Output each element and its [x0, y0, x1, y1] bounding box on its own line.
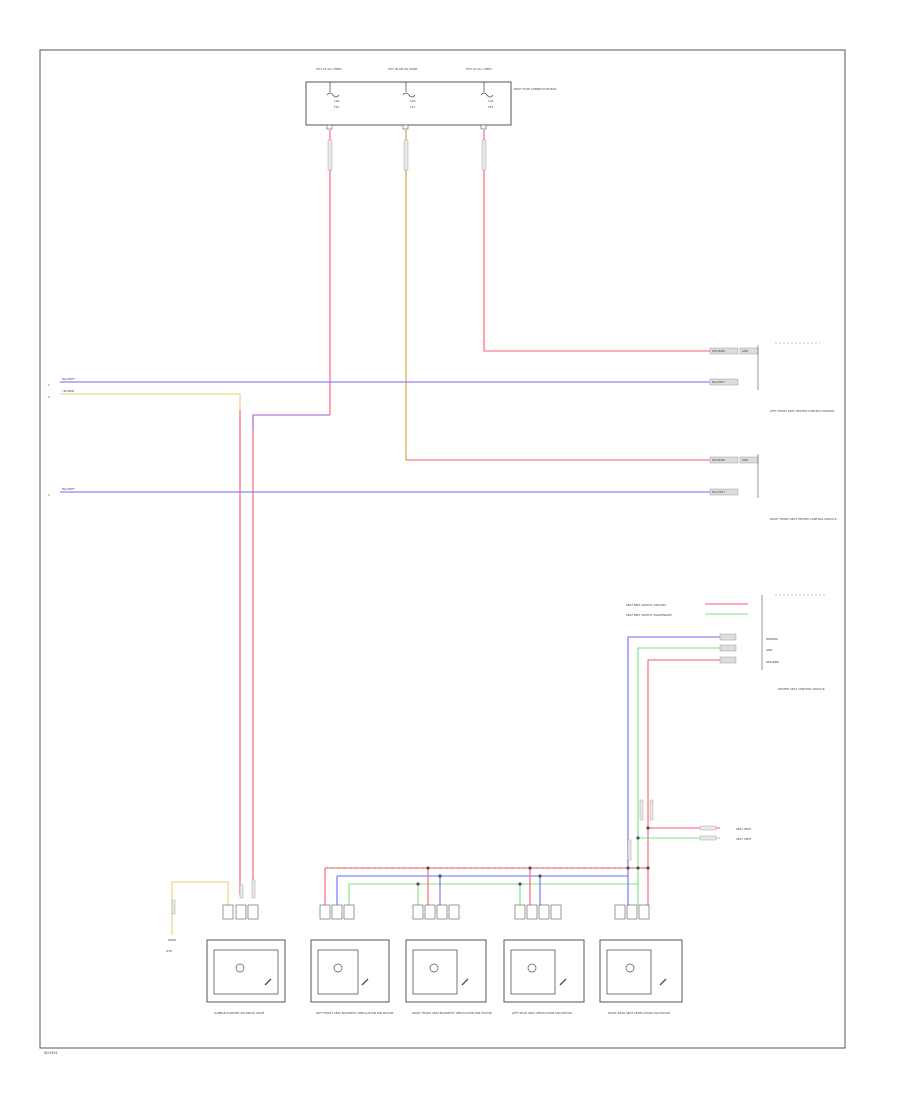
right-connectors: RED/BRN GRN BLU/WHT LEFT FRONT SEAT HEAT… — [626, 342, 837, 841]
left-wire-label-1: BLU/WHT — [62, 377, 75, 381]
fuse-3-rating: 10A — [488, 99, 494, 103]
conn-label-9: BRN/BLK — [766, 637, 778, 641]
fuse-pin-1 — [326, 124, 333, 130]
fuse-3-symbol — [480, 92, 494, 98]
fuse-1-name: F34 — [334, 105, 339, 109]
left-marker-1: 1 — [48, 383, 50, 387]
right-module-2-label: RIGHT FRONT SEAT HEATER CONTROL MODULE — [770, 517, 837, 521]
component-5-label: RIGHT REAR SEAT VENTILATION FAN MOTOR — [608, 1011, 670, 1015]
ground-label: G38 — [166, 949, 172, 953]
conn-label-4: RED/BRN — [712, 458, 725, 462]
fuse-box-label: BODY FUSE CONNECTION BOX — [514, 87, 556, 91]
diagram-frame — [39, 49, 846, 1049]
wire-f12-orange — [405, 130, 700, 461]
component-4-label: LEFT REAR SEAT VENTILATION FAN MOTOR — [512, 1011, 572, 1015]
fuse-box-outline — [305, 81, 512, 126]
wire-f34-purple — [252, 414, 330, 430]
left-marker-3: 3 — [48, 493, 50, 497]
left-wire-label-3: BLU/WHT — [62, 487, 75, 491]
conn-label-12: SEAT HEAT — [736, 827, 751, 831]
fuse-1-header: HOT AT ALL TIMES — [316, 67, 342, 71]
component-3-label: RIGHT FRONT SEAT BACKREST VENTILATION FA… — [412, 1011, 492, 1015]
figure-id: W23954 — [44, 1051, 57, 1055]
wires — [60, 130, 748, 935]
splice-points — [416, 826, 650, 886]
fuse-pin-3 — [480, 124, 487, 130]
component-2-label: LEFT FRONT SEAT BACKREST VENTILATION FAN… — [316, 1011, 394, 1015]
component-2: LEFT FRONT SEAT BACKREST VENTILATION FAN… — [310, 939, 394, 1015]
component-4: LEFT REAR SEAT VENTILATION FAN MOTOR — [503, 939, 585, 1015]
conn-label-5: GRN — [742, 458, 748, 462]
bottom-components: LUMBAR SUPPORT SOLENOID VALVE LEFT FRONT… — [166, 904, 683, 1015]
left-wire-labels: BLU/WHT YEL/BRN BLU/WHT 1 2 3 — [48, 377, 75, 497]
wire-hsm-blue — [627, 636, 720, 880]
component-3: RIGHT FRONT SEAT BACKREST VENTILATION FA… — [405, 939, 492, 1015]
conn-label-13: SEAT VENT — [736, 837, 752, 841]
conn-label-7: SEAT BELT SWITCH (DRIVER) — [626, 603, 666, 607]
fuse-1-rating: 10A — [334, 99, 340, 103]
left-marker-2: 2 — [48, 395, 50, 399]
wire-left-yellow — [60, 393, 241, 895]
left-wire-label-2: YEL/BRN — [62, 389, 74, 393]
conn-label-6: BLU/WHT — [712, 490, 725, 494]
wire-tags — [171, 139, 717, 915]
conn-label-2: GRN — [742, 349, 748, 353]
fuse-2-name: F12 — [410, 105, 415, 109]
conn-label-11: RED/BRN — [766, 660, 779, 664]
fuse-2-symbol — [402, 92, 416, 98]
fuse-2-header: HOT IN ON OR START — [388, 67, 418, 71]
wire-f33-red — [483, 130, 710, 352]
component-1-label: LUMBAR SUPPORT SOLENOID VALVE — [214, 1011, 265, 1015]
wire-hsm-red — [647, 659, 720, 880]
component-5: RIGHT REAR SEAT VENTILATION FAN MOTOR — [599, 939, 683, 1015]
fuse-3-name: F33 — [488, 105, 493, 109]
right-module-3-label: HEATED SEAT CONTROL MODULE — [778, 687, 825, 691]
fuse-2-rating: 10A — [410, 99, 416, 103]
wire-lumbar-ground — [171, 881, 229, 935]
conn-label-3: BLU/WHT — [712, 380, 725, 384]
component-1: LUMBAR SUPPORT SOLENOID VALVE — [206, 939, 286, 1015]
fuse-3-header: HOT AT ALL TIMES — [466, 67, 492, 71]
conn-label-10: GRN — [766, 648, 772, 652]
fuse-pin-2 — [402, 124, 409, 130]
conn-label-1: RED/BRN — [712, 349, 725, 353]
right-module-1-label: LEFT FRONT SEAT HEATER CONTROL MODULE — [770, 409, 835, 413]
wire-hsm-green — [637, 647, 720, 880]
conn-label-8: SEAT BELT SWITCH (PASSENGER) — [626, 613, 672, 617]
fuse-1-symbol — [326, 92, 340, 98]
fuse-box: HOT AT ALL TIMES HOT IN ON OR START HOT … — [305, 67, 556, 130]
